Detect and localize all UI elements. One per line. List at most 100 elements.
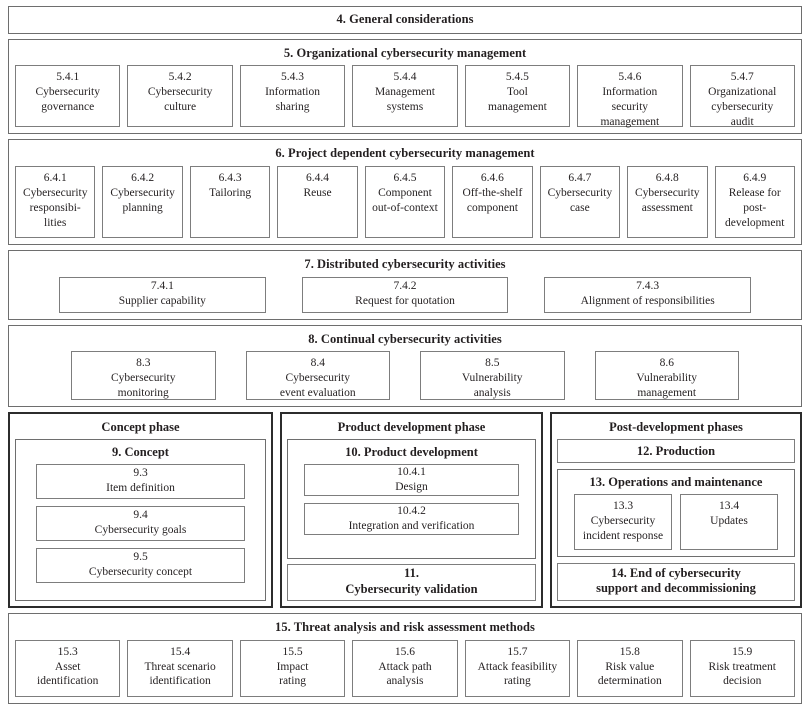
clause-item-8-5[interactable]: 8.5 Vulnerability analysis xyxy=(420,351,565,401)
clause-5-title: 5. Organizational cybersecurity manageme… xyxy=(283,45,527,60)
item-number: 10.4.1 xyxy=(397,465,426,478)
item-number: 6.4.7 xyxy=(568,171,592,184)
item-label: Off-the-shelf component xyxy=(462,186,523,214)
clause-item-15-7[interactable]: 15.7 Attack feasibility rating xyxy=(464,639,571,697)
clause-item-5-4-3[interactable]: 5.4.3 Information sharing xyxy=(239,65,346,128)
post-development-stack: 12. Production 13. Operations and mainte… xyxy=(557,439,795,601)
clause-item-15-4[interactable]: 15.4 Threat scenario identification xyxy=(127,639,233,697)
item-label: Alignment of responsibilities xyxy=(580,295,715,307)
item-label: Cybersecurity monitoring xyxy=(110,372,176,399)
item-label: Reuse xyxy=(303,186,332,199)
clause-item-5-4-6[interactable]: 5.4.6 Information security management xyxy=(577,65,683,129)
clause-item-15-8[interactable]: 15.8 Risk value determination xyxy=(577,639,683,697)
clause-item-7-4-3[interactable]: 7.4.3 Alignment of responsibilities xyxy=(544,276,752,313)
item-label: Attack feasibility rating xyxy=(477,660,558,688)
clause-item-15-3[interactable]: 15.3 Asset identification xyxy=(15,639,121,697)
clause-item-6-4-5[interactable]: 6.4.5 Component out-of-context xyxy=(364,165,446,238)
item-label: Cybersecurity concept xyxy=(88,566,193,579)
clause-item-8-4[interactable]: 8.4 Cybersecurity event evaluation xyxy=(245,351,390,401)
clause-10-items: 10.4.1 Design 10.4.2 Integration and ver… xyxy=(294,464,529,552)
clause-item-6-4-8[interactable]: 6.4.8 Cybersecurity assessment xyxy=(627,165,708,238)
item-label: Attack path analysis xyxy=(378,660,432,688)
clause-item-8-6[interactable]: 8.6 Vulnerability management xyxy=(594,351,739,401)
item-number: 9.4 xyxy=(133,509,148,522)
clause-item-10-4-1[interactable]: 10.4.1 Design xyxy=(304,464,519,497)
item-number: 15.6 xyxy=(394,645,416,658)
clause-item-11-validation[interactable]: 11. Cybersecurity validation xyxy=(287,563,536,601)
clause-6-section: 6. Project dependent cybersecurity manag… xyxy=(8,139,802,245)
item-label: Information security management xyxy=(600,86,660,129)
clause-item-7-4-2[interactable]: 7.4.2 Request for quotation xyxy=(301,276,509,313)
clause-item-13-4[interactable]: 13.4 Updates xyxy=(680,494,778,550)
clause-item-6-4-9[interactable]: 6.4.9 Release for post- development xyxy=(714,165,795,238)
item-number: 15.9 xyxy=(732,645,753,658)
item-number: 9.3 xyxy=(133,467,148,480)
item-number: 6.4.2 xyxy=(131,171,155,184)
clause-5-items: 5.4.1 Cybersecurity governance 5.4.2 Cyb… xyxy=(15,65,795,129)
item-number: 5.4.1 xyxy=(56,71,80,84)
item-number: 6.4.9 xyxy=(743,171,767,184)
clause-4-section: 4. General considerations xyxy=(8,6,802,34)
clause-9-section: 9. Concept 9.3 Item definition 9.4 Cyber… xyxy=(15,439,266,601)
item-number: 15.4 xyxy=(170,645,191,658)
clause-item-5-4-5[interactable]: 5.4.5 Tool management xyxy=(464,65,571,128)
clause-item-5-4-2[interactable]: 5.4.2 Cybersecurity culture xyxy=(127,65,233,128)
clause-item-5-4-1[interactable]: 5.4.1 Cybersecurity governance xyxy=(15,65,121,128)
item-number: 15.3 xyxy=(57,645,78,658)
clause-item-7-4-1[interactable]: 7.4.1 Supplier capability xyxy=(59,276,266,313)
clause-9-items: 9.3 Item definition 9.4 Cybersecurity go… xyxy=(22,464,259,594)
concept-phase-title: Concept phase xyxy=(101,420,180,435)
clause-7-title: 7. Distributed cybersecurity activities xyxy=(304,256,506,271)
clause-item-5-4-4[interactable]: 5.4.4 Management systems xyxy=(352,65,458,128)
item-label: Threat scenario identification xyxy=(144,660,216,688)
clause-item-6-4-3[interactable]: 6.4.3 Tailoring xyxy=(189,165,271,238)
item-number: 5.4.7 xyxy=(730,71,754,84)
item-label: Risk treatment decision xyxy=(708,660,776,688)
item-number: 6.4.1 xyxy=(43,171,67,184)
clause-item-15-6[interactable]: 15.6 Attack path analysis xyxy=(352,639,458,697)
item-label: Design xyxy=(395,480,428,493)
clause-item-15-5[interactable]: 15.5 Impact rating xyxy=(239,639,346,697)
item-number: 6.4.3 xyxy=(218,171,242,184)
clause-item-10-4-2[interactable]: 10.4.2 Integration and verification xyxy=(304,503,519,536)
post-development-phase-column: Post-development phases 12. Production 1… xyxy=(550,412,802,608)
post-development-phase-title: Post-development phases xyxy=(609,420,743,435)
clause-item-6-4-4[interactable]: 6.4.4 Reuse xyxy=(277,165,358,238)
clause-item-8-3[interactable]: 8.3 Cybersecurity monitoring xyxy=(71,351,216,401)
clause-item-6-4-6[interactable]: 6.4.6 Off-the-shelf component xyxy=(452,165,533,238)
item-number: 7.4.3 xyxy=(636,280,660,293)
clause-item-13-3[interactable]: 13.3 Cybersecurity incident response xyxy=(574,494,672,550)
iso-21434-structure-diagram: 4. General considerations 5. Organizatio… xyxy=(8,6,802,704)
item-number: 8.3 xyxy=(136,357,151,370)
item-number: 6.4.6 xyxy=(480,171,504,184)
item-label: Request for quotation xyxy=(355,295,455,307)
clause-item-9-3[interactable]: 9.3 Item definition xyxy=(36,464,245,500)
clause-item-14-end-of-support[interactable]: 14. End of cybersecurity support and dec… xyxy=(557,562,795,601)
clause-item-6-4-2[interactable]: 6.4.2 Cybersecurity planning xyxy=(102,165,183,238)
clause-item-9-5[interactable]: 9.5 Cybersecurity concept xyxy=(36,548,245,584)
item-label: Cybersecurity governance xyxy=(35,86,100,114)
clause-8-section: 8. Continual cybersecurity activities 8.… xyxy=(8,324,802,408)
item-label: Organizational cybersecurity audit xyxy=(708,86,777,129)
clause-item-9-4[interactable]: 9.4 Cybersecurity goals xyxy=(36,506,245,542)
clause-item-15-9[interactable]: 15.9 Risk treatment decision xyxy=(689,639,795,697)
clause-7-section: 7. Distributed cybersecurity activities … xyxy=(8,249,802,320)
clause-item-5-4-7[interactable]: 5.4.7 Organizational cybersecurity audit xyxy=(689,65,795,129)
clause-item-6-4-7[interactable]: 6.4.7 Cybersecurity case xyxy=(539,165,621,238)
item-label: Information sharing xyxy=(265,86,321,114)
item-line-1: 14. End of cybersecurity xyxy=(611,565,741,580)
clause-item-6-4-1[interactable]: 6.4.1 Cybersecurity responsibi- lities xyxy=(15,165,96,238)
item-number: 8.4 xyxy=(310,357,325,370)
item-label: Vulnerability analysis xyxy=(461,372,523,399)
item-label: Cybersecurity event evaluation xyxy=(279,372,356,399)
item-number: 8.5 xyxy=(485,357,500,370)
clause-9-title: 9. Concept xyxy=(112,445,169,460)
item-number: 15.8 xyxy=(619,645,640,658)
clause-4-title: 4. General considerations xyxy=(336,12,474,26)
clause-8-items: 8.3 Cybersecurity monitoring 8.4 Cyberse… xyxy=(15,351,795,401)
clause-8-title: 8. Continual cybersecurity activities xyxy=(308,331,502,346)
clause-item-12-production[interactable]: 12. Production xyxy=(557,439,795,464)
item-label: Vulnerability management xyxy=(636,372,698,399)
clause-5-section: 5. Organizational cybersecurity manageme… xyxy=(8,38,802,135)
item-label: Risk value determination xyxy=(597,660,662,688)
